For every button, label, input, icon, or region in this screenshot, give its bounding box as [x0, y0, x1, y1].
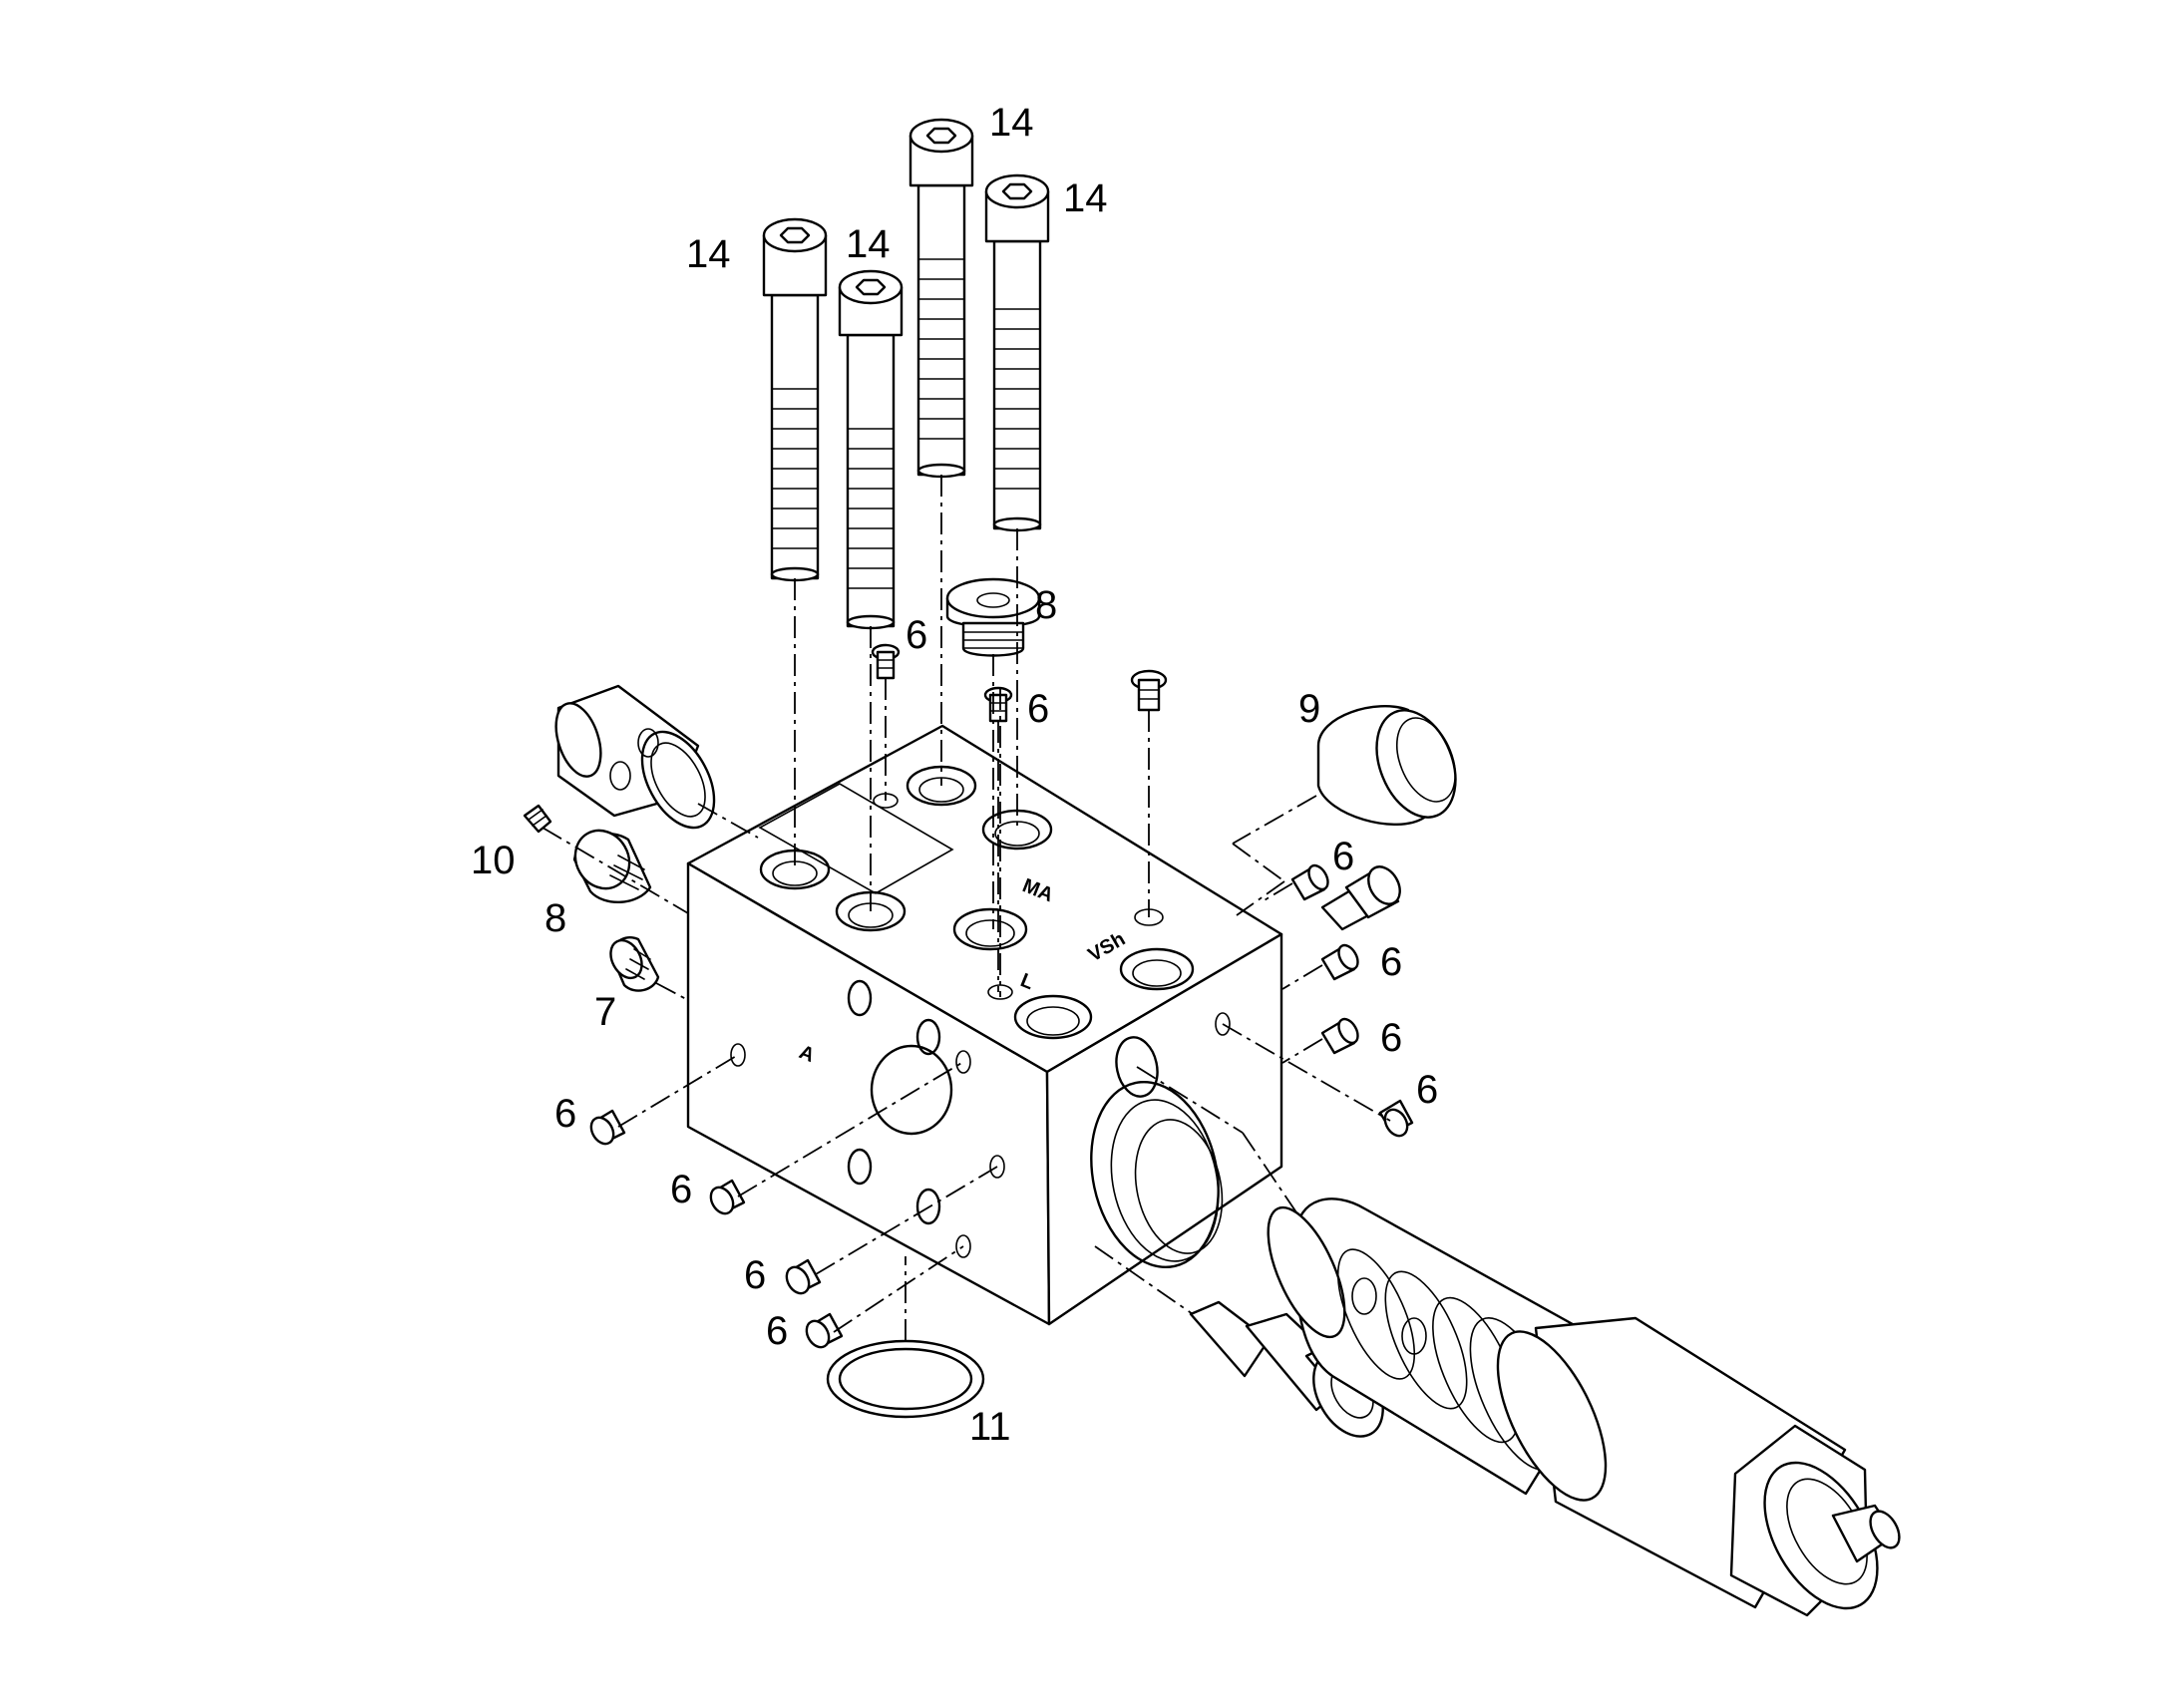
screw-top-b	[983, 686, 1013, 723]
callout-6-left-d: 6	[766, 1309, 788, 1353]
bolt-1	[762, 217, 828, 582]
block-nameplate	[758, 783, 954, 894]
valve-block: MA VSh L A	[686, 724, 1283, 1326]
callout-8-left: 8	[545, 896, 566, 940]
callout-7: 7	[594, 990, 616, 1034]
callout-14-bolt-3: 14	[989, 101, 1034, 145]
bolt-4	[984, 173, 1050, 532]
plug-top	[945, 577, 1041, 657]
callout-6-top-a: 6	[906, 613, 927, 657]
screw-right-b	[1320, 943, 1359, 981]
callout-14-bolt-4: 14	[1063, 176, 1108, 220]
callout-6-right-d: 6	[1416, 1068, 1438, 1112]
large-proportional-valve	[1267, 1197, 1901, 1617]
small-check-valve	[1320, 865, 1401, 931]
callout-9: 9	[1298, 687, 1320, 731]
block-right-face	[1045, 932, 1283, 1326]
plug-right	[1316, 705, 1457, 827]
screw-left-c	[785, 1258, 822, 1295]
small-screws	[589, 643, 1414, 1349]
screw-right-a	[1290, 863, 1329, 901]
long-bolts	[762, 118, 1050, 630]
top-bolt-bores	[759, 765, 1053, 932]
callout-6-right-c: 6	[1380, 1016, 1402, 1060]
set-screw	[523, 804, 552, 834]
callout-6-top-b: 6	[1027, 687, 1049, 731]
callout-6-right-a: 6	[1332, 835, 1354, 878]
screw-right-c	[1320, 1017, 1359, 1055]
screw-top-c	[1130, 669, 1168, 712]
screw-right-d	[1378, 1099, 1414, 1138]
bolt-3	[908, 118, 974, 479]
callout-10: 10	[471, 839, 516, 882]
callout-labels: 14 14 14 14 8 6 6 9 6 6 6 6 10 8 7 6 6 6…	[471, 101, 1438, 1449]
left-cartridge	[554, 684, 716, 830]
bolt-2	[838, 269, 904, 630]
seal-ring	[826, 1339, 985, 1419]
center-lines	[542, 475, 1391, 1341]
front-face-holes	[730, 979, 1005, 1258]
top-ports	[873, 793, 1195, 1040]
plug-left	[572, 829, 652, 904]
callout-6-left-c: 6	[744, 1253, 766, 1297]
callout-14-bolt-2: 14	[846, 222, 891, 266]
screw-left-b	[709, 1179, 746, 1215]
callout-6-right-b: 6	[1380, 940, 1402, 984]
right-face-cartridge-bore	[1090, 1012, 1231, 1269]
callout-8-top: 8	[1035, 583, 1057, 627]
callout-14-bolt-1: 14	[686, 232, 731, 276]
screw-left-a	[589, 1109, 626, 1146]
callout-11: 11	[969, 1405, 1011, 1449]
screw-left-d	[805, 1312, 844, 1349]
screw-top-a	[871, 643, 901, 680]
plug-seven	[609, 936, 660, 992]
callout-6-left-b: 6	[670, 1168, 692, 1211]
callout-6-left-a: 6	[554, 1092, 576, 1136]
